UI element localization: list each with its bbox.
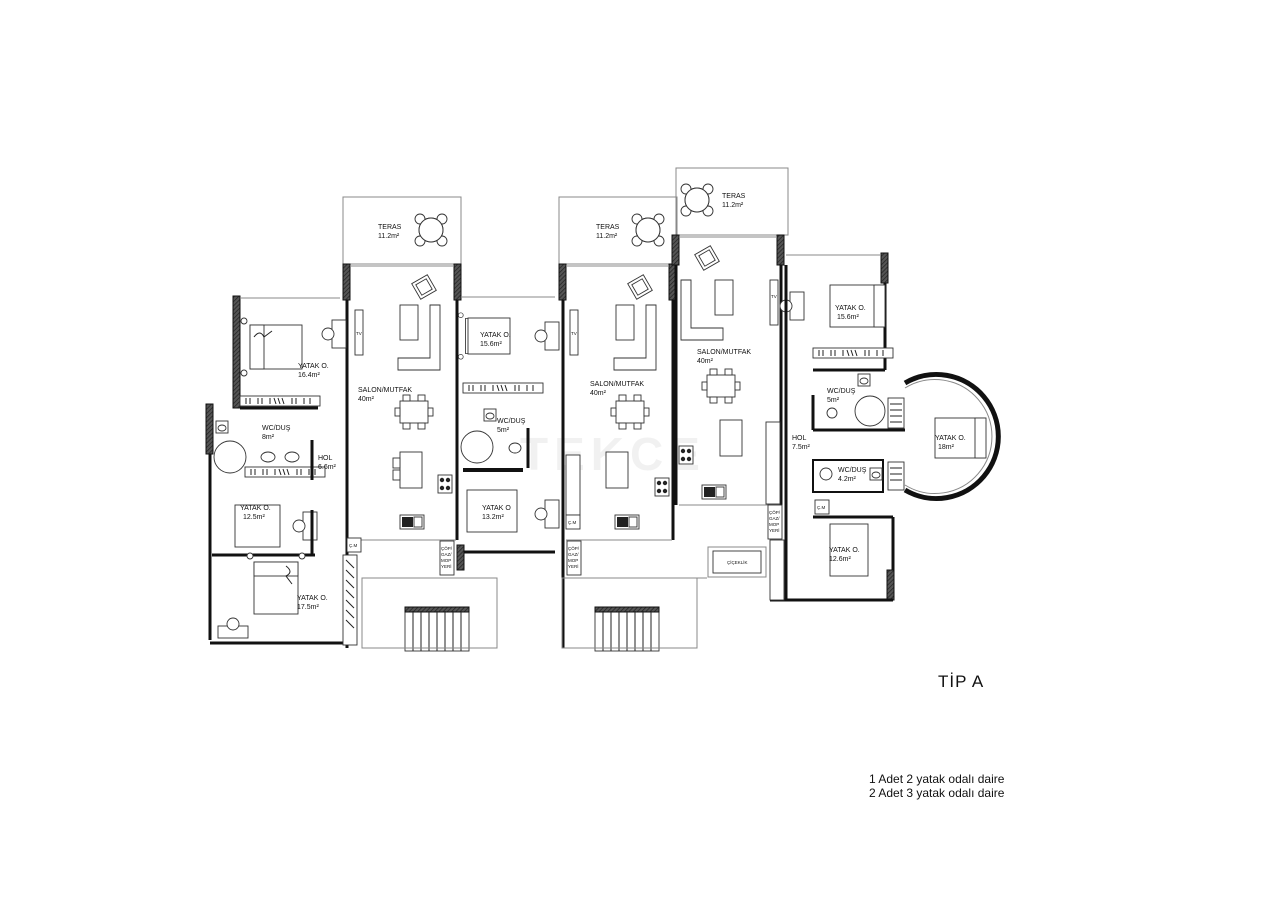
garbage-label: YERİ bbox=[441, 563, 452, 569]
room-area: 5m² bbox=[827, 397, 840, 404]
room-area: 7.5m² bbox=[792, 444, 811, 451]
unit-2-living: TERAS 11.2m² TV SALON/MUTFAK 40m² Ç.M ÇÖ… bbox=[558, 196, 698, 652]
washing-machine-label: Ç.M bbox=[817, 505, 826, 510]
room-area: 40m² bbox=[358, 396, 375, 403]
room-area: 16.4m² bbox=[298, 372, 320, 379]
room-area: 13.2m² bbox=[482, 514, 504, 521]
note-line-2: 2 Adet 3 yatak odalı daire bbox=[869, 786, 1005, 800]
room-area: 11.2m² bbox=[596, 233, 618, 240]
room-label: YATAK O. bbox=[480, 332, 511, 339]
stairs-2 bbox=[594, 606, 660, 652]
room-area: 18m² bbox=[938, 444, 955, 451]
unit-2-bedrooms: YATAK O. 15.6m² WC/DUŞ 5m² YATAK O 13.2m… bbox=[456, 296, 560, 571]
washing-machine-label: Ç.M bbox=[568, 520, 577, 525]
room-label: YATAK O. bbox=[835, 305, 866, 312]
room-label: YATAK O bbox=[482, 505, 511, 512]
room-area: 8m² bbox=[262, 434, 275, 441]
room-area: 12.6m² bbox=[829, 556, 851, 563]
room-area: 17.5m² bbox=[297, 604, 319, 611]
room-label: TERAS bbox=[722, 193, 746, 200]
room-label: WC/DUŞ bbox=[497, 418, 526, 425]
garbage-label: YERİ bbox=[769, 527, 780, 533]
garbage-label: ÇÖP/ bbox=[441, 545, 453, 551]
room-area: 40m² bbox=[697, 358, 714, 365]
room-label: YATAK O. bbox=[298, 363, 329, 370]
tv-label: TV bbox=[771, 294, 777, 299]
room-area: 15.6m² bbox=[837, 314, 859, 321]
tv-label: TV bbox=[571, 331, 577, 336]
room-area: 12.5m² bbox=[243, 514, 265, 521]
garbage-label: MOP bbox=[568, 558, 578, 563]
garbage-label: ÇÖP/ bbox=[568, 545, 580, 551]
room-label: SALON/MUTFAK bbox=[358, 387, 412, 394]
room-area: 5m² bbox=[497, 427, 510, 434]
room-area: 15.6m² bbox=[480, 341, 502, 348]
unit-3: TERAS 11.2m² TV SALON/MUTFAK 40m² YATAK … bbox=[671, 167, 1001, 648]
room-label: YATAK O. bbox=[240, 505, 271, 512]
room-area: 4.2m² bbox=[838, 476, 857, 483]
room-label: YATAK O. bbox=[935, 435, 966, 442]
room-area: 40m² bbox=[590, 390, 607, 397]
garbage-label: MOP bbox=[441, 558, 451, 563]
unit-1: TERAS 11.2m² TV SALON/MUTFAK 40m² YATAK … bbox=[205, 196, 498, 652]
note-line-1: 1 Adet 2 yatak odalı daire bbox=[869, 772, 1005, 786]
room-label: HOL bbox=[792, 435, 807, 442]
room-label: WC/DUŞ bbox=[838, 467, 867, 474]
garbage-label: ÇÖP/ bbox=[769, 509, 781, 515]
room-area: 6.6m² bbox=[318, 464, 337, 471]
room-label: HOL bbox=[318, 455, 333, 462]
room-label: YATAK O. bbox=[829, 547, 860, 554]
room-label: SALON/MUTFAK bbox=[697, 349, 751, 356]
room-label: TERAS bbox=[596, 224, 620, 231]
tv-label: TV bbox=[356, 331, 362, 336]
room-label: WC/DUŞ bbox=[827, 388, 856, 395]
garbage-label: YERİ bbox=[568, 563, 579, 569]
planter-label: ÇİÇEKLİK bbox=[727, 559, 748, 565]
terrace-1 bbox=[342, 196, 462, 265]
garbage-label: GAZ/ bbox=[769, 516, 780, 521]
room-label: WC/DUŞ bbox=[262, 425, 291, 432]
garbage-label: MOP bbox=[769, 522, 779, 527]
plan-type-title: TİP A bbox=[938, 672, 985, 691]
room-area: 11.2m² bbox=[722, 202, 744, 209]
room-area: 11.2m² bbox=[378, 233, 400, 240]
garbage-label: GAZ/ bbox=[441, 552, 452, 557]
stairs-1 bbox=[404, 606, 470, 652]
room-label: YATAK O. bbox=[297, 595, 328, 602]
room-label: TERAS bbox=[378, 224, 402, 231]
room-label: SALON/MUTFAK bbox=[590, 381, 644, 388]
washing-machine-label: Ç.M bbox=[349, 543, 358, 548]
garbage-label: GAZ/ bbox=[568, 552, 579, 557]
